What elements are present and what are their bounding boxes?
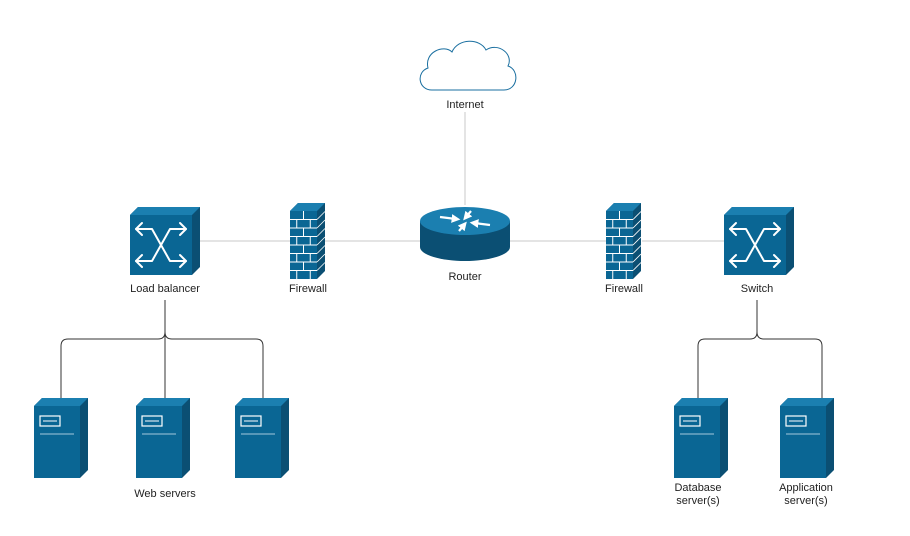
router-label: Router [448,271,482,283]
firewall-right-label: Firewall [605,283,643,295]
database-servers-label: Database server(s) [674,482,721,508]
database-server-icon [674,398,728,478]
application-servers-label: Application server(s) [779,482,833,508]
web-server-1-icon [34,398,88,478]
firewall-left-label: Firewall [289,283,327,295]
database-servers-label-line1: Database [674,482,722,494]
application-servers-label-line1: Application [779,482,833,494]
web-servers-tree [60,300,264,398]
web-servers-label: Web servers [134,488,196,500]
application-server-icon [780,398,834,478]
router-icon [420,207,510,261]
links [200,112,724,242]
firewall-right-icon [606,203,642,279]
switch-label: Switch [740,283,774,295]
firewall-left-icon [290,203,326,279]
switch-icon [724,207,794,275]
cloud-icon [419,40,517,91]
web-server-2-icon [136,398,190,478]
switch-servers-tree [697,300,823,398]
database-servers-label-line2: server(s) [676,495,720,507]
internet-label: Internet [446,99,484,111]
load-balancer-label: Load balancer [130,283,200,295]
application-servers-label-line2: server(s) [784,495,828,507]
web-server-3-icon [235,398,289,478]
load-balancer-icon [130,207,200,275]
